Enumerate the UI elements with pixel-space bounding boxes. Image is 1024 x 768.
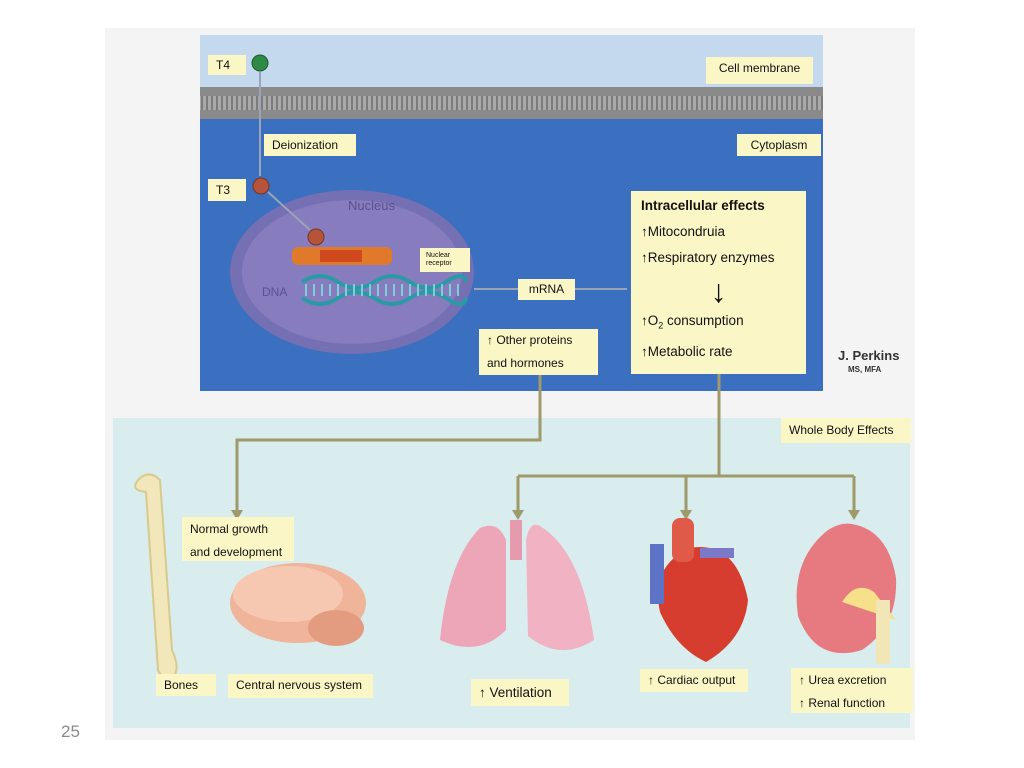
t3-arrow [267,191,311,231]
cell-membrane-label: Cell membrane [706,57,813,84]
nucleus-word: Nucleus [348,198,395,213]
cns-label: Central nervous system [228,674,373,698]
mrna-label: mRNA [518,279,575,300]
kidney-effects-label: ↑ Urea excretion ↑ Renal function [791,668,913,713]
signature-credentials: MS, MFA [848,365,882,374]
cardiac-output-label: ↑ Cardiac output [640,669,748,692]
t4-label: T4 [208,55,246,75]
other-proteins-label: ↑ Other proteins and hormones [479,329,598,375]
t3-bound-molecule [307,228,325,246]
cell-membrane [200,87,823,119]
brain-illustration [230,563,366,646]
renal-function-text: ↑ Renal function [799,696,886,710]
whole-body-label: Whole Body Effects [781,418,911,443]
deionization-label: Deionization [264,134,356,156]
bones-label: Bones [156,674,216,696]
ventilation-label: ↑ Ventilation [471,679,569,706]
intracellular-effects-box: Intracellular effects ↑Mitocondruia ↑Res… [631,191,806,374]
lungs-illustration [440,520,594,651]
dna-helix [300,274,468,306]
effect-arrowheads [231,510,860,520]
kidney-illustration [796,523,897,664]
page-number: 25 [61,722,80,741]
respiratory-enzymes-effect: ↑Respiratory enzymes [641,250,775,265]
nuclear-receptor-label: Nuclear receptor [420,248,470,272]
cytoplasm-label: Cytoplasm [737,134,821,156]
down-arrow-icon: ↓ [710,273,727,309]
metabolic-rate-effect: ↑Metabolic rate [641,343,733,359]
mitochondria-effect: ↑Mitocondruia [641,224,726,239]
dna-word: DNA [262,285,287,299]
t4-molecule [251,54,269,72]
t3-label: T3 [208,179,246,201]
normal-growth-label: Normal growth and development [182,517,294,561]
heart-illustration [650,518,748,662]
o2-consumption-effect: ↑O2 consumption [641,313,744,331]
intracellular-title: Intracellular effects [641,198,765,213]
t3-molecule [252,177,270,195]
effect-connectors [235,374,856,512]
urea-excretion-text: ↑ Urea excretion [799,673,887,687]
signature-name: J. Perkins [838,348,899,363]
